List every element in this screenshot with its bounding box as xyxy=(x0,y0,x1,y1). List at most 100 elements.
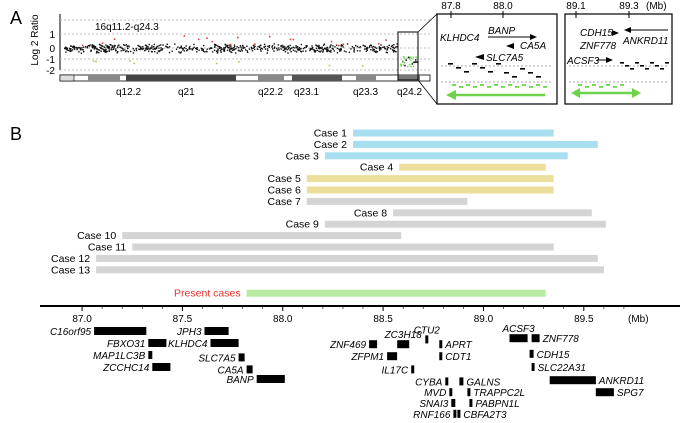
scatter-point xyxy=(73,47,76,49)
scatter-point xyxy=(77,47,79,49)
scatter-point xyxy=(139,45,141,48)
gene-block xyxy=(397,340,410,349)
scatter-point xyxy=(296,48,299,51)
scatter-point xyxy=(204,51,206,53)
scatter-point xyxy=(282,49,284,51)
scatter-point xyxy=(394,50,396,53)
scatter-point-gain xyxy=(330,40,333,43)
scatter-point xyxy=(341,44,344,47)
scatter-point xyxy=(177,46,179,48)
inset-2-point xyxy=(660,68,664,70)
scatter-point xyxy=(133,49,135,52)
inset-1-point-loss xyxy=(515,86,519,88)
scatter-point-gain xyxy=(206,37,208,39)
case-label-3: Case 3 xyxy=(286,150,319,162)
scatter-point xyxy=(254,45,256,48)
scatter-point xyxy=(66,47,68,50)
scatter-point xyxy=(340,44,342,46)
scatter-point-gain xyxy=(237,36,239,39)
scatter-point xyxy=(366,49,368,51)
gene-block xyxy=(509,334,528,343)
scatter-point xyxy=(117,45,119,47)
inset-2-point-loss xyxy=(613,86,617,88)
scatter-point xyxy=(147,45,149,48)
band-q21-block xyxy=(126,75,236,81)
scatter-point xyxy=(224,46,227,49)
cdh15-arrowhead xyxy=(612,30,619,36)
scatter-point xyxy=(193,43,195,46)
scatter-point xyxy=(153,46,155,48)
gene-label: SLC7A5 xyxy=(198,353,236,364)
band-label-q23-1: q23.1 xyxy=(294,87,319,98)
scatter-point xyxy=(366,47,368,50)
scatter-point-gain xyxy=(183,35,186,37)
scatter-point xyxy=(127,45,129,47)
scatter-point xyxy=(122,48,124,50)
scatter-point xyxy=(196,48,198,51)
case-bar-5 xyxy=(306,175,554,183)
slc7a5-arrowhead xyxy=(475,54,484,60)
scatter-point xyxy=(264,45,267,48)
scatter-point xyxy=(306,45,308,47)
gene-block xyxy=(529,349,534,358)
scatter-point xyxy=(290,51,292,53)
scatter-point xyxy=(305,46,307,48)
scatter-point xyxy=(294,47,296,49)
gene-block xyxy=(469,399,473,407)
scatter-point xyxy=(171,50,173,52)
scatter-point xyxy=(225,45,227,47)
gene-block xyxy=(459,377,464,386)
scatter-point-gain xyxy=(378,42,380,45)
gene-block xyxy=(445,377,449,386)
scatter-point xyxy=(73,48,76,51)
inset-1-point xyxy=(536,76,541,78)
case-bar-11 xyxy=(132,243,554,251)
scatter-point xyxy=(284,46,286,48)
scatter-point xyxy=(89,44,91,46)
scatter-point xyxy=(305,45,307,47)
scatter-point xyxy=(154,51,156,53)
scatter-point xyxy=(156,45,159,47)
scatter-point xyxy=(216,52,219,54)
scatter-point xyxy=(325,47,328,49)
scatter-point xyxy=(271,46,273,48)
gene-block xyxy=(387,352,398,361)
scatter-point-region xyxy=(402,56,405,58)
inset-1-point xyxy=(472,63,477,65)
scatter-point xyxy=(127,51,130,53)
scatter-point xyxy=(102,45,104,48)
scatter-point xyxy=(140,46,142,48)
case-label-13: Case 13 xyxy=(51,264,90,276)
case-bar-1 xyxy=(353,129,554,137)
scatter-point xyxy=(156,52,158,54)
gene-block xyxy=(204,327,229,335)
scatter-point xyxy=(80,52,83,54)
scatter-point xyxy=(320,47,322,49)
gene-block xyxy=(439,352,443,361)
scatter-point xyxy=(92,44,95,47)
scatter-point xyxy=(295,51,298,53)
scatter-point xyxy=(290,47,292,50)
band-q12-2-block xyxy=(88,75,120,81)
scatter-point xyxy=(323,44,325,46)
scatter-point xyxy=(268,44,271,47)
scatter-point xyxy=(95,50,98,53)
scatter-point xyxy=(359,46,362,48)
scatter-point xyxy=(278,47,280,49)
scatter-point xyxy=(106,45,109,47)
scatter-point xyxy=(282,46,284,49)
inset-2-point xyxy=(665,62,669,64)
scatter-point xyxy=(317,45,319,47)
scatter-point xyxy=(278,49,280,51)
scatter-point xyxy=(280,45,282,47)
scatter-point xyxy=(263,43,266,46)
scatter-point xyxy=(78,46,80,49)
scatter-point xyxy=(351,46,354,48)
scatter-point xyxy=(160,44,162,46)
case-bar-4 xyxy=(399,163,546,171)
scatter-point xyxy=(365,50,368,52)
scatter-point xyxy=(107,46,109,49)
scatter-point xyxy=(283,49,286,51)
scatter-point xyxy=(245,49,247,51)
scatter-point-region xyxy=(400,65,402,67)
